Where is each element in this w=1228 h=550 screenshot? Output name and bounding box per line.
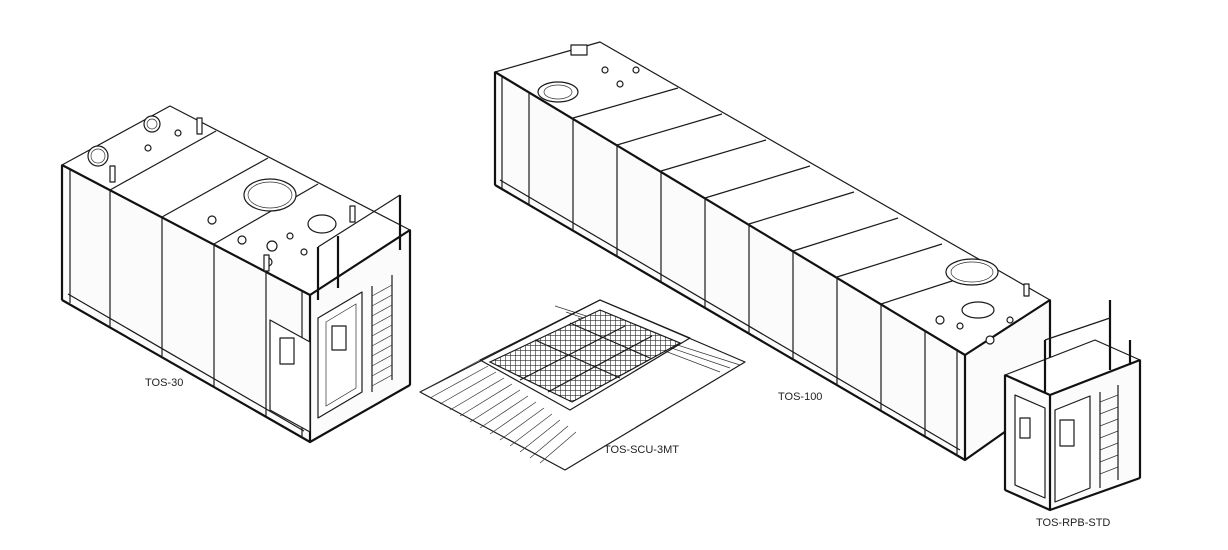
label-tos-30: TOS-30 [145,377,184,389]
label-tos-rpb-std: TOS-RPB-STD [1036,517,1111,529]
label-tos-scu-3mt: TOS-SCU-3MT [604,444,679,456]
label-tos-100: TOS-100 [778,391,823,403]
tos-scu-3mt-platform [419,299,746,471]
tos-rpb-std-pumpbox [1003,300,1142,512]
tos-30-container [60,105,412,444]
